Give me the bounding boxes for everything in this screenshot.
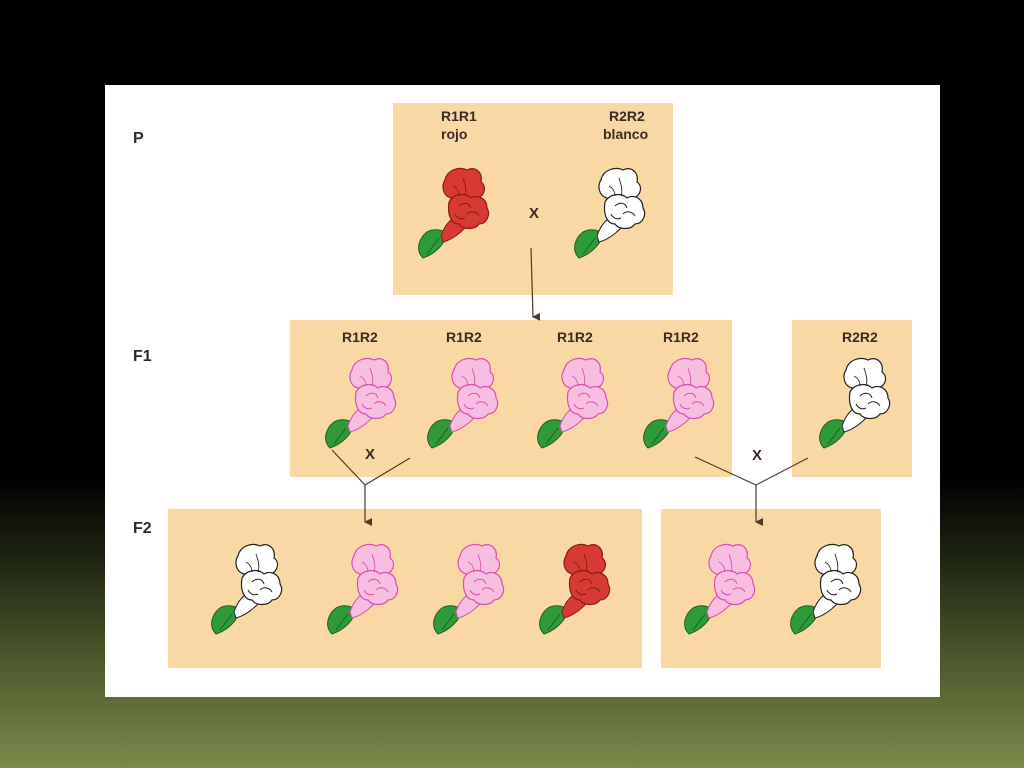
flower-pink-f2: [684, 543, 756, 635]
parent-red-phenotype: rojo: [441, 126, 468, 142]
flower-white-parent: [574, 167, 646, 259]
flower-pink-f2: [327, 543, 399, 635]
flower-pink-f1: [537, 357, 609, 449]
backcross-parent-panel: R2R2: [792, 320, 912, 477]
f1-genotype-label: R1R2: [663, 329, 699, 345]
f1-genotype-label: R1R2: [342, 329, 378, 345]
flower-white-f2: [211, 543, 283, 635]
f2-panel-left: [168, 509, 642, 668]
parent-white-genotype: R2R2: [609, 108, 645, 124]
flower-pink-f2: [433, 543, 505, 635]
f1-genotype-label: R1R2: [446, 329, 482, 345]
parent-white-phenotype: blanco: [603, 126, 649, 142]
f1-panel: R1R2 R1R2 R1R2 R1R2 X: [290, 320, 732, 477]
flower-pink-f1: [427, 357, 499, 449]
f1-cross-symbol-right: X: [752, 447, 763, 464]
generation-label-f2: F2: [133, 520, 152, 537]
f2-panel-right: [661, 509, 881, 668]
flower-red-parent: [418, 167, 490, 259]
flower-pink-f1: [643, 357, 715, 449]
generation-label-p: P: [133, 130, 144, 147]
parent-red-genotype: R1R1: [441, 108, 477, 124]
parent-panel: R1R1 rojo R2R2 blanco X: [393, 103, 673, 295]
parent-red-label: R1R1 rojo: [441, 107, 477, 143]
parent-white-label: R2R2 blanco: [603, 107, 648, 143]
f1-genotype-label: R1R2: [557, 329, 593, 345]
slide-card: P F1 F2 R1R1 rojo R2R2 blanco X R1R2 R1R…: [105, 85, 940, 697]
parent-cross-symbol: X: [529, 205, 540, 222]
backcross-parent-genotype: R2R2: [842, 329, 878, 345]
flower-pink-f1: [325, 357, 397, 449]
flower-red-f2: [539, 543, 611, 635]
flower-white-f2: [790, 543, 862, 635]
generation-label-f1: F1: [133, 348, 152, 365]
flower-white-backcross: [819, 357, 891, 449]
